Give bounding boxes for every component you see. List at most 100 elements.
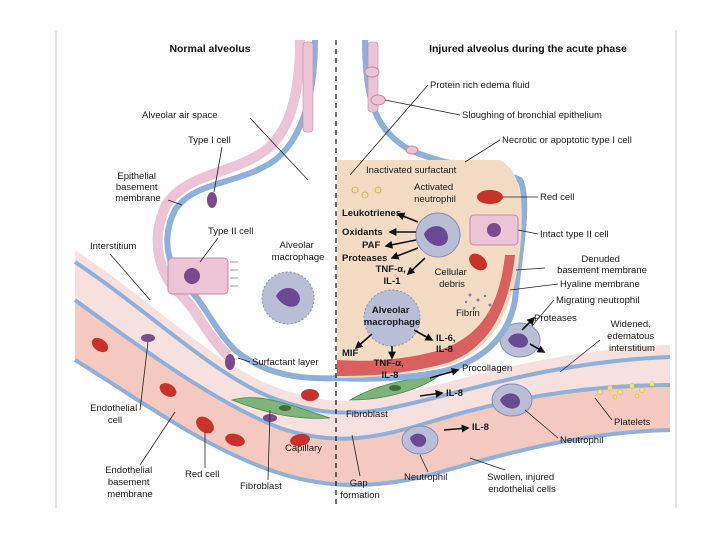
label-platelets: Platelets xyxy=(614,417,651,428)
leader-line xyxy=(384,99,461,116)
label-necrotic: Necrotic or apoptotic type I cell xyxy=(502,135,632,146)
label-capillary: Capillary xyxy=(285,443,322,454)
leader-line xyxy=(509,283,559,291)
leader-line xyxy=(199,237,219,263)
mediator-tnf-il8: TNF-α, IL-8 xyxy=(374,358,407,381)
sloughed-cell xyxy=(405,145,419,155)
leader-line xyxy=(419,454,429,473)
label-cellular-debris: Cellular debris xyxy=(435,267,470,290)
label-widened-interstitium: Widened, edematous interstitium xyxy=(607,319,657,354)
alveolar-macrophage-left xyxy=(261,271,315,325)
fibroblast-nucleus xyxy=(389,385,401,391)
label-intact-type2: Intact type II cell xyxy=(540,229,609,240)
leader-line xyxy=(167,199,183,206)
arrow xyxy=(390,247,419,260)
leader-line xyxy=(351,434,361,477)
arrow xyxy=(521,316,536,331)
arrow xyxy=(413,329,434,341)
neutrophil-nucleus xyxy=(410,433,427,447)
red-cell xyxy=(196,416,214,434)
red-cell xyxy=(159,383,177,397)
label-gap-formation: Gap formation xyxy=(340,478,380,501)
red-cell xyxy=(91,337,109,353)
leader-line xyxy=(594,397,613,421)
hyaline-membrane xyxy=(337,255,515,376)
arrow xyxy=(396,212,419,223)
mediator-il6-il8: IL-6, IL-8 xyxy=(436,333,458,355)
label-neutrophil-bottom: Neutrophil xyxy=(404,472,447,483)
label-alveolar-air-space: Alveolar air space xyxy=(142,110,218,121)
title-normal-alveolus: Normal alveolus xyxy=(169,43,250,55)
leader-line xyxy=(524,409,559,439)
bronchiole-wall-outer-left xyxy=(164,39,341,382)
leader-line xyxy=(517,229,539,235)
endothelial-cell xyxy=(141,334,155,342)
mediator-il8-b: IL-8 xyxy=(472,422,489,433)
label-type1-cell: Type I cell xyxy=(188,135,231,146)
label-activated-neutrophil: Activated neutrophil xyxy=(414,182,456,205)
red-cell xyxy=(290,433,310,447)
capillary-lower-wall xyxy=(73,358,671,488)
label-red-cell-left: Red cell xyxy=(185,469,219,480)
endothelial-basement-line xyxy=(73,298,671,441)
mediator-tnf-il1: TNF-α, IL-1 xyxy=(376,264,409,287)
mediator-oxidants: Oxidants xyxy=(342,227,383,238)
arrow xyxy=(443,424,470,433)
label-endothelial-cell: Endothelial cell xyxy=(90,403,140,426)
leader-line xyxy=(559,339,601,373)
arrow xyxy=(429,367,460,379)
red-cell xyxy=(469,253,487,271)
label-type2-cell: Type II cell xyxy=(208,226,253,237)
capillary-band xyxy=(75,300,670,486)
leader-line xyxy=(469,457,506,471)
arrow xyxy=(419,389,444,398)
bronchiole-wall-inner-left xyxy=(152,39,305,360)
arrow xyxy=(384,239,417,249)
leader-line xyxy=(515,267,546,271)
sloughed-cell xyxy=(364,66,380,78)
label-interstitium: Interstitium xyxy=(90,241,137,252)
label-alveolar-macrophage: Alveolar macrophage xyxy=(272,240,325,263)
activated-neutrophil-shape xyxy=(415,212,461,258)
label-red-cell-right: Red cell xyxy=(540,192,574,203)
mediator-mif: MIF xyxy=(342,348,359,359)
inactivated-surfactant xyxy=(351,186,382,199)
mediator-il8-a: IL-8 xyxy=(446,388,463,399)
mediator-leukotrienes: Leukotrienes xyxy=(342,208,401,219)
label-proteases-right: Proteases xyxy=(534,313,577,324)
mediator-proteases: Proteases xyxy=(342,253,387,264)
label-neutrophil-right: Neutrophil xyxy=(560,435,603,446)
label-fibroblast-left: Fibroblast xyxy=(240,481,282,492)
leader-line xyxy=(349,84,429,176)
leader-line xyxy=(464,139,501,163)
mediator-alveolar-macrophage: Alveolar macrophage xyxy=(364,305,421,328)
label-surfactant-layer: Surfactant layer xyxy=(252,357,319,368)
label-protein-edema: Protein rich edema fluid xyxy=(430,80,530,91)
interstitium-top-line xyxy=(73,260,671,415)
label-swollen-endothelial: Swollen, injured endothelial cells xyxy=(487,472,557,495)
type2-cell-right xyxy=(469,214,519,246)
label-inactivated-surfactant: Inactivated surfactant xyxy=(366,165,457,176)
label-fibrin: Fibrin xyxy=(456,308,480,319)
type1-cell-nucleus xyxy=(225,354,235,370)
label-sloughing: Sloughing of bronchial epithelium xyxy=(462,110,602,121)
label-fibroblast-right: Fibroblast xyxy=(346,409,388,420)
arrow xyxy=(406,257,426,276)
sloughed-cell xyxy=(370,94,386,106)
title-injured-alveolus: Injured alveolus during the acute phase xyxy=(429,43,627,55)
arrow xyxy=(354,333,373,350)
red-cell xyxy=(477,190,503,204)
leader-line xyxy=(213,146,223,193)
label-denuded-basement: Denuded basement membrane xyxy=(557,254,647,276)
label-endothelial-basement: Endothelial basement membrane xyxy=(105,465,155,500)
leader-line xyxy=(237,357,251,363)
red-cell xyxy=(301,389,319,401)
label-hyaline: Hyaline membrane xyxy=(560,279,640,290)
label-migrating-neutrophil: Migrating neutrophil xyxy=(556,295,639,306)
neutrophil-nucleus xyxy=(500,393,520,409)
type2-cell-left xyxy=(167,257,238,295)
mediator-paf: PAF xyxy=(362,240,380,251)
alveolar-macrophage-right xyxy=(363,289,421,347)
red-cell xyxy=(225,433,245,447)
